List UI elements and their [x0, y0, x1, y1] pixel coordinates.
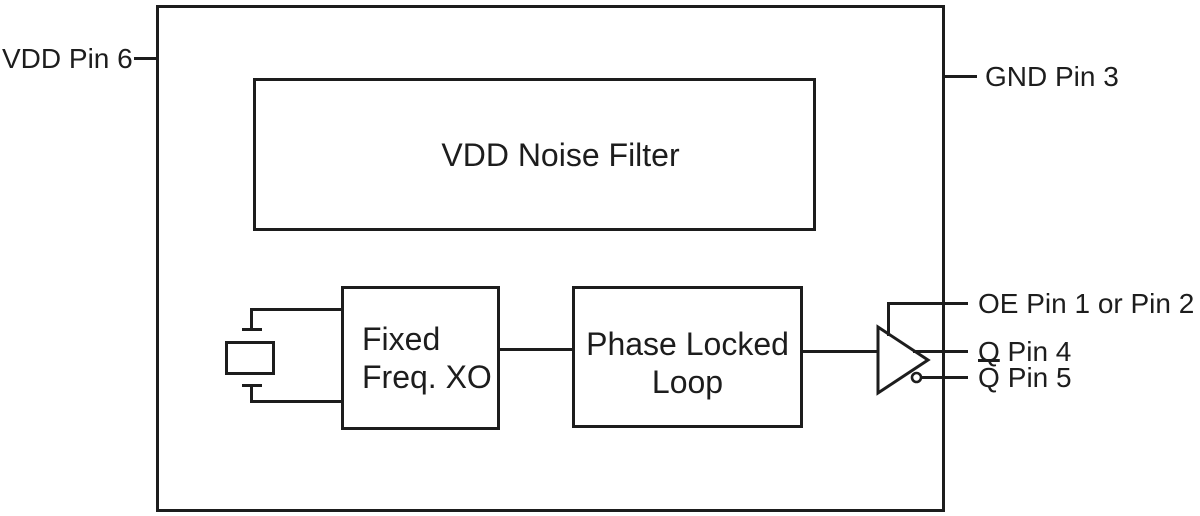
xo-label-line2: Freq. XO — [362, 359, 492, 395]
wire-pll-to-buffer — [801, 350, 879, 353]
pin-label-q: Q Pin 4 — [978, 336, 1072, 367]
crystal-stub-bottom — [250, 386, 253, 403]
wire-xo-to-pll — [498, 348, 574, 351]
pin-label-oe: OE Pin 1 or Pin 2 — [978, 288, 1195, 319]
xo-label-line1: Fixed — [362, 321, 441, 357]
output-buffer-icon — [876, 324, 931, 396]
fixed-freq-xo-block: Fixed Freq. XO — [341, 286, 500, 430]
vdd-noise-filter-block: VDD Noise Filter — [253, 78, 816, 231]
crystal-plate-top — [242, 328, 262, 331]
pin-label-vdd: VDD Pin 6 — [2, 43, 133, 74]
pin-label-gnd: GND Pin 3 — [985, 61, 1119, 92]
qbar-wire — [921, 376, 968, 379]
crystal-wire-bottom — [250, 400, 343, 403]
pll-label-line2: Loop — [651, 363, 724, 400]
pin-tick-gnd — [944, 75, 977, 78]
crystal-stub-top — [250, 308, 253, 330]
pll-label-line1: Phase Locked — [586, 325, 789, 362]
oe-wire-vertical — [887, 302, 890, 336]
crystal-body — [225, 341, 275, 375]
qbar-rest: Pin 5 — [1007, 362, 1072, 393]
pin-tick-vdd — [134, 57, 158, 60]
qbar-letter: Q — [978, 362, 1000, 393]
oe-wire-horizontal — [887, 302, 968, 305]
pll-block: Phase Locked Loop — [572, 286, 803, 428]
crystal-plate-bottom — [242, 384, 262, 387]
buffer-triangle — [876, 324, 931, 396]
vdd-noise-filter-label: VDD Noise Filter — [441, 136, 680, 173]
q-wire — [913, 350, 968, 353]
inversion-bubble-icon — [910, 371, 923, 384]
crystal-wire-top — [250, 308, 343, 311]
